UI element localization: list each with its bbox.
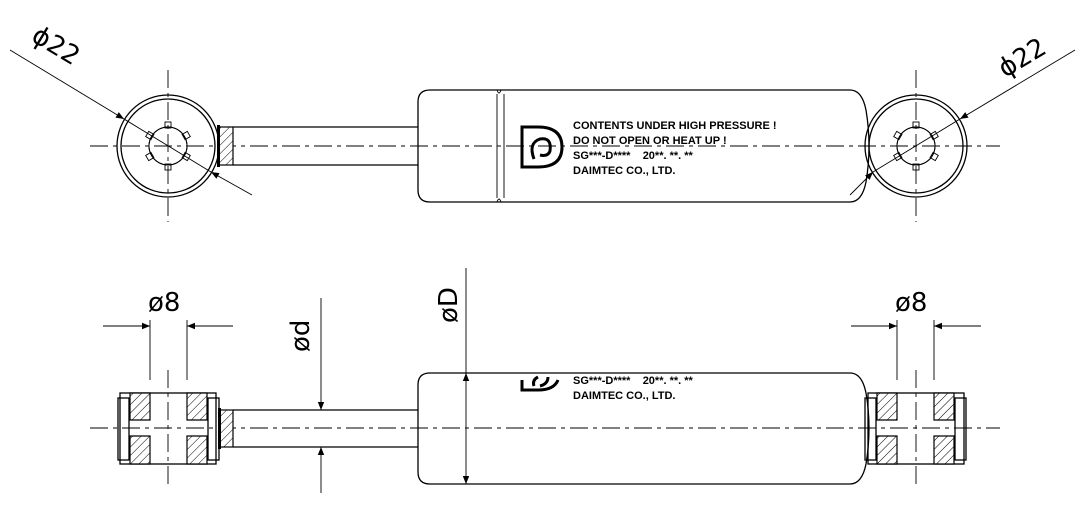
cylinder-body: [417, 89, 870, 203]
cylinder-body: [417, 372, 870, 485]
dim-phi22-right: ϕ22: [993, 32, 1052, 84]
dim-rod-diameter: ød: [286, 320, 316, 352]
label-line: DAIMTEC CO., LTD.: [573, 165, 675, 177]
daimtec-logo-partial: [520, 375, 560, 392]
rod-end-cap: [217, 126, 234, 166]
daimtec-logo: [520, 125, 564, 169]
right-eye-section: [864, 370, 967, 488]
dim-phi22-left: ϕ22: [26, 20, 85, 72]
label-line: DAIMTEC CO., LTD.: [573, 390, 675, 402]
label-line: DO NOT OPEN OR HEAT UP !: [573, 135, 727, 147]
label-line: SG***-D**** 20**. **. **: [573, 150, 694, 162]
dim-eye-left: ø8: [148, 288, 180, 318]
bottom-view: SG***-D**** 20**. **. ** DAIMTEC CO., LT…: [90, 268, 1000, 493]
dim-eye-right: ø8: [895, 288, 927, 318]
label-line: CONTENTS UNDER HIGH PRESSURE !: [573, 120, 777, 132]
label-line: SG***-D**** 20**. **. **: [573, 375, 694, 387]
top-view: CONTENTS UNDER HIGH PRESSURE ! DO NOT OP…: [9, 20, 1076, 222]
left-eye-section: [117, 370, 220, 488]
dim-body-diameter: øD: [434, 287, 464, 323]
